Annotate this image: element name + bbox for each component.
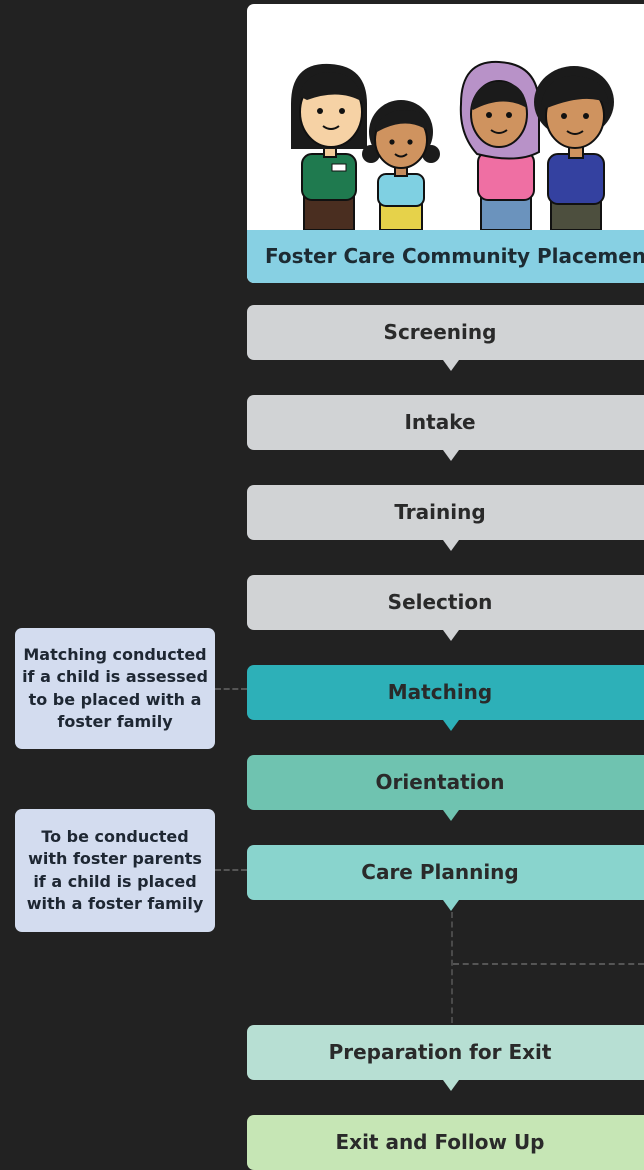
arrow-tip (443, 630, 459, 641)
step-label: Care Planning (361, 860, 519, 884)
step-intake: Intake (247, 395, 644, 450)
step-selection: Selection (247, 575, 644, 630)
step-label: Matching (387, 680, 493, 704)
header-card: Foster Care Community Placement (247, 4, 644, 283)
step-preparation-for-exit: Preparation for Exit (247, 1025, 644, 1080)
arrow-tip (443, 810, 459, 821)
step-label: Intake (404, 410, 476, 434)
note-care-planning: To be conducted with foster parents if a… (15, 809, 215, 932)
step-label: Preparation for Exit (328, 1040, 552, 1064)
note-text: Matching conducted if a child is assesse… (22, 644, 208, 732)
arrow-tip (443, 900, 459, 911)
step-training: Training (247, 485, 644, 540)
arrow-tip (443, 360, 459, 371)
flow-connector (451, 912, 453, 1023)
step-label: Screening (383, 320, 497, 344)
arrow-tip (443, 450, 459, 461)
caseworker-figure (291, 63, 367, 230)
girl-figure (362, 100, 440, 230)
step-screening: Screening (247, 305, 644, 360)
step-label: Training (394, 500, 486, 524)
family-illustration (291, 60, 614, 230)
father-figure (534, 66, 614, 230)
step-care-planning: Care Planning (247, 845, 644, 900)
arrow-tip (443, 720, 459, 731)
header-title: Foster Care Community Placement (247, 230, 644, 283)
arrow-tip (443, 540, 459, 551)
note-connector (215, 688, 247, 690)
step-label: Exit and Follow Up (335, 1130, 545, 1154)
step-label: Selection (387, 590, 493, 614)
mother-figure (459, 60, 540, 230)
note-matching: Matching conducted if a child is assesse… (15, 628, 215, 749)
step-exit-and-follow-up: Exit and Follow Up (247, 1115, 644, 1170)
note-connector (215, 869, 247, 871)
step-matching: Matching (247, 665, 644, 720)
step-label: Orientation (375, 770, 505, 794)
step-orientation: Orientation (247, 755, 644, 810)
note-text: To be conducted with foster parents if a… (26, 826, 204, 914)
arrow-tip (443, 1080, 459, 1091)
flow-branch-connector (453, 963, 644, 965)
